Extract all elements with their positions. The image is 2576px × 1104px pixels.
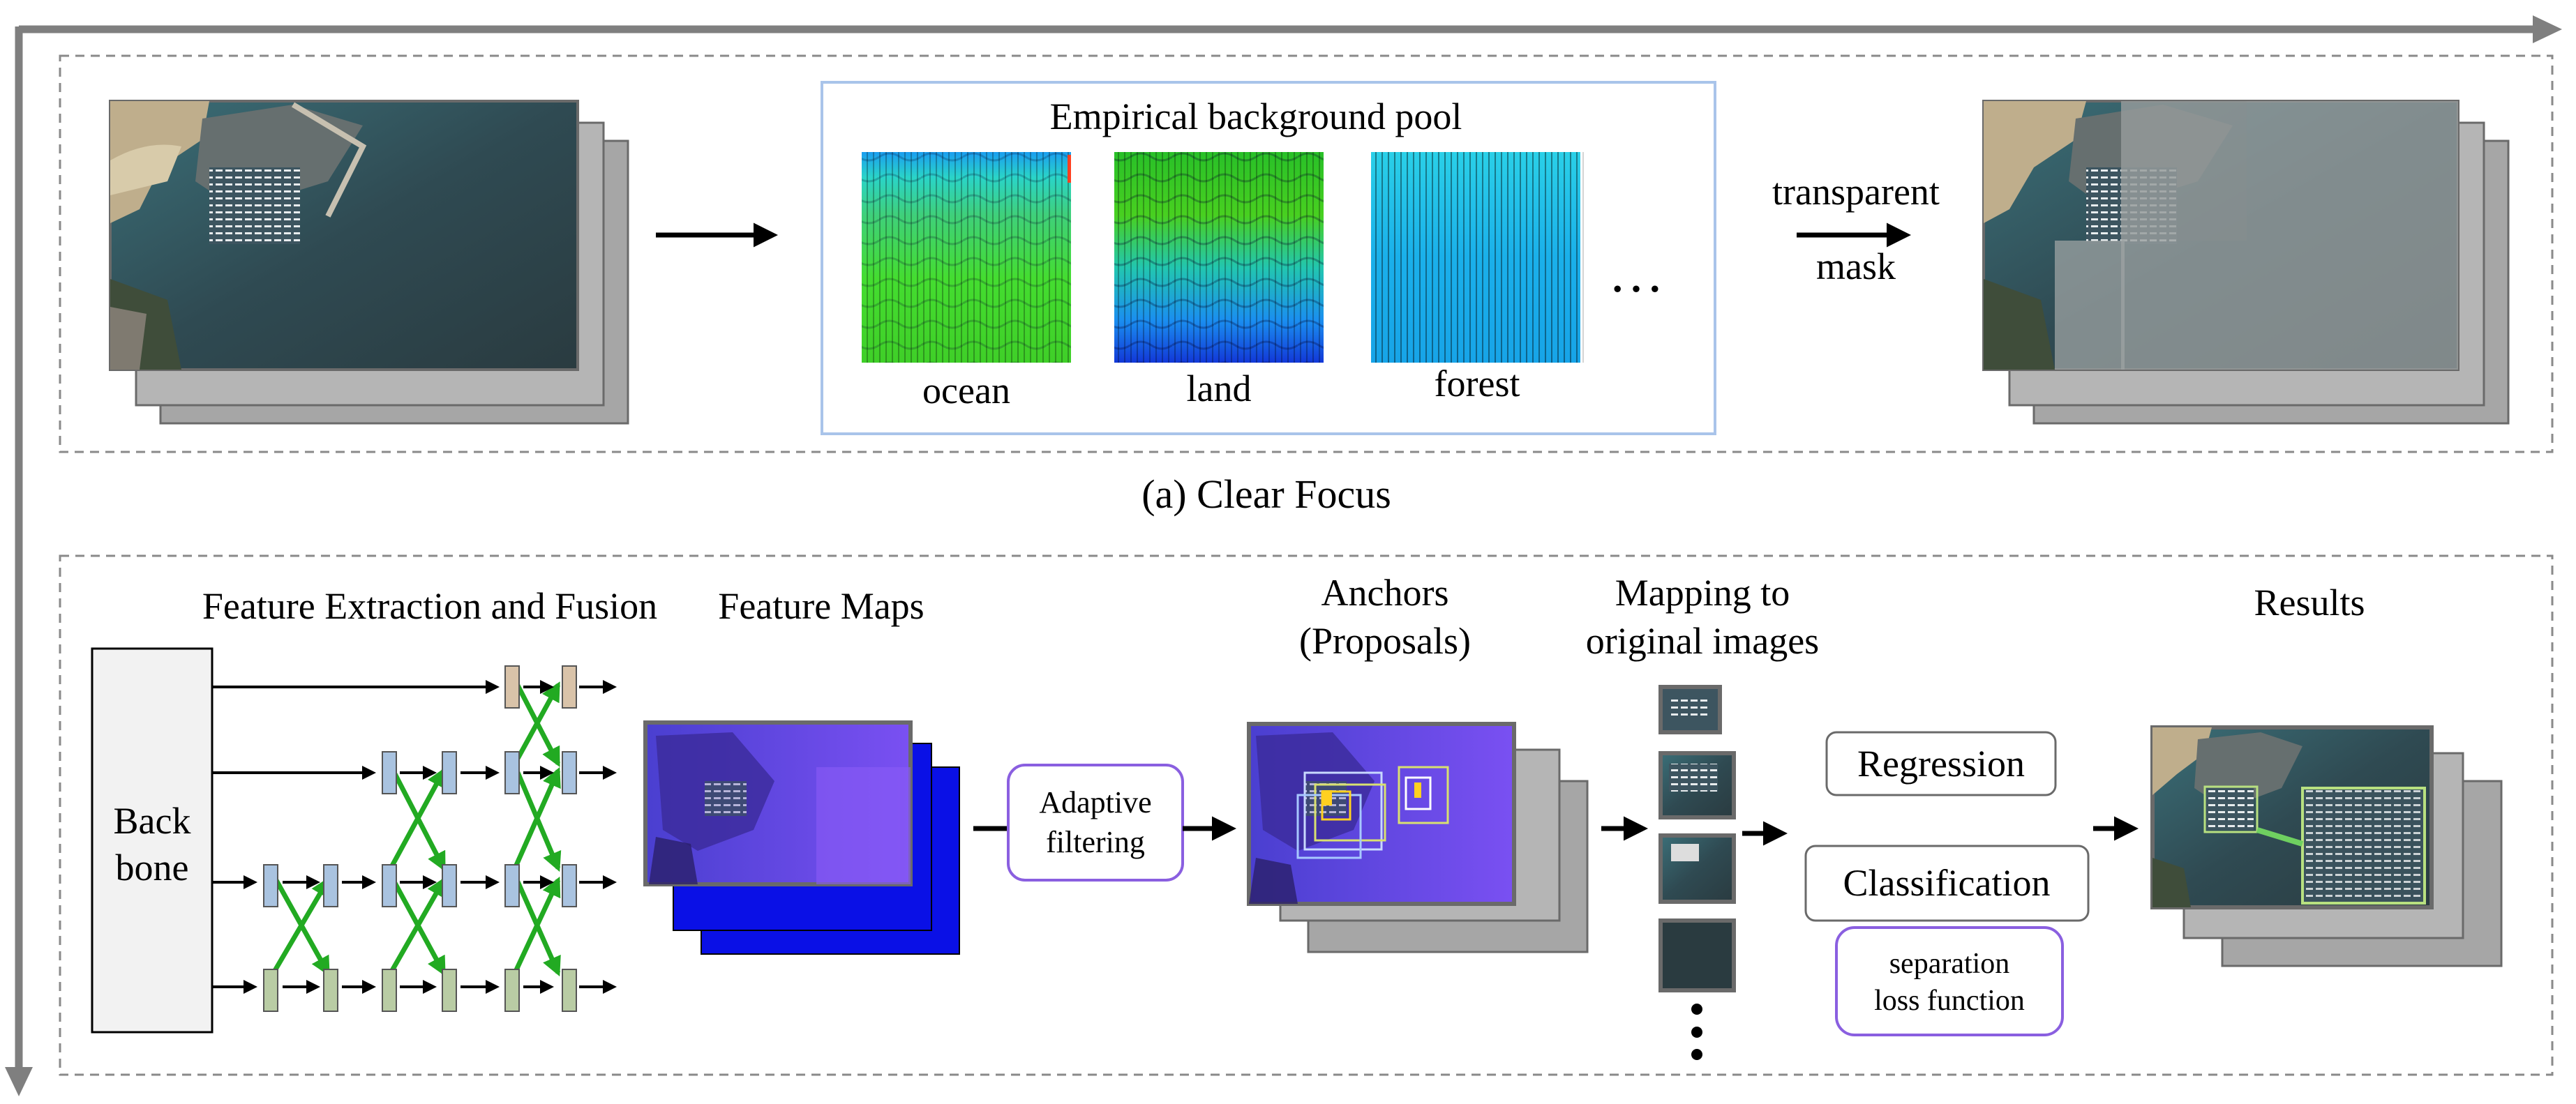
anchors-title-line1: Anchors [1321, 572, 1449, 614]
classification-label: Classification [1843, 862, 2051, 904]
outer-flow-arrow-left-head [5, 1067, 33, 1096]
mapped-crops [1658, 685, 1736, 992]
separation-loss-line2: loss function [1874, 985, 2025, 1017]
panel-a-caption: (a) Clear Focus [1141, 471, 1391, 517]
adaptive-filtering-line1: Adaptive [1039, 785, 1151, 819]
pool-item-land [1114, 152, 1324, 363]
input-image-stack [109, 100, 629, 425]
panel-a-frame [59, 54, 2554, 453]
pool-item-ocean [862, 152, 1071, 363]
pool-label-ocean: ocean [922, 370, 1010, 411]
classification-box [1804, 845, 2090, 922]
adaptive-filtering-box [1007, 764, 1184, 882]
results-image-stack [2150, 725, 2503, 967]
anchors-title-line2: (Proposals) [1299, 620, 1471, 662]
backbone-box [91, 647, 214, 1034]
regression-label: Regression [1857, 743, 2025, 785]
feature-map-stack [643, 720, 960, 955]
mapping-title-line1: Mapping to [1615, 572, 1790, 614]
fusion-network [263, 665, 617, 1012]
backbone-label-line2: bone [116, 847, 189, 889]
pool-item-forest [1371, 152, 1584, 363]
mapping-title-line2: original images [1586, 620, 1819, 662]
regression-box [1825, 731, 2057, 796]
masked-image-stack [1982, 100, 2510, 425]
separation-loss-line1: separation [1889, 948, 2010, 980]
mask-label-bottom: mask [1816, 245, 1896, 287]
outer-flow-arrow-top-head [2533, 15, 2562, 43]
pool-label-forest: forest [1435, 363, 1520, 404]
backbone-label-line1: Back [114, 800, 191, 842]
feature-extraction-title: Feature Extraction and Fusion [202, 585, 657, 627]
adaptive-filtering-line2: filtering [1046, 825, 1145, 859]
mask-label-top: transparent [1772, 171, 1940, 213]
mapping-vertical-ellipsis [1691, 1004, 1702, 1060]
anchor-map-stack [1247, 722, 1589, 953]
pool-ellipsis: … [1608, 243, 1664, 304]
pool-label-land: land [1187, 368, 1252, 409]
separation-loss-box [1835, 926, 2064, 1036]
feature-maps-title: Feature Maps [718, 585, 924, 627]
results-title: Results [2254, 582, 2365, 623]
panel-b-frame [59, 554, 2554, 1076]
background-pool-title: Empirical background pool [1050, 96, 1462, 137]
